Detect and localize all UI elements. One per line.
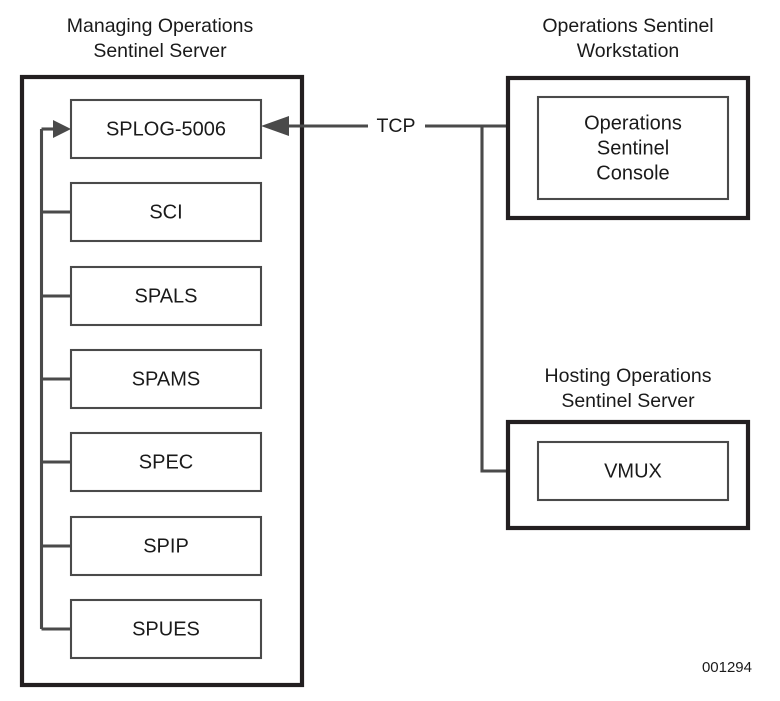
node-spals-label: SPALS — [135, 285, 198, 307]
node-sci-rect[interactable] — [69, 181, 263, 243]
group-operations-sentinel-workstation: Operations Sentinel Workstation Operatio… — [505, 15, 751, 221]
node-vmux-rect[interactable] — [536, 440, 730, 502]
node-splog-5006-rect[interactable] — [69, 98, 263, 160]
managing-server-title-line2: Sentinel Server — [93, 40, 227, 62]
node-console-label-line1: Operations — [584, 112, 682, 134]
node-splog-5006[interactable]: SPLOG-5006 — [69, 98, 263, 160]
node-vmux-label: VMUX — [604, 460, 662, 482]
managing-server-title-line1: Managing Operations — [67, 15, 254, 37]
node-spues-label: SPUES — [132, 618, 200, 640]
node-sci[interactable]: SCI — [69, 181, 263, 243]
tcp-label: TCP — [377, 115, 416, 137]
node-vmux[interactable]: VMUX — [536, 440, 730, 502]
node-spams-label: SPAMS — [132, 368, 201, 390]
node-spams-rect[interactable] — [69, 348, 263, 410]
node-spip[interactable]: SPIP — [69, 515, 263, 577]
managing-server-nodes: SPLOG-5006 SCI SPALS SPAMS SPEC SPIP — [69, 98, 263, 660]
node-sci-label: SCI — [149, 201, 182, 223]
node-operations-sentinel-console[interactable]: Operations Sentinel Console — [536, 95, 730, 201]
node-spec-label: SPEC — [139, 451, 193, 473]
node-spals-rect[interactable] — [69, 265, 263, 327]
arrow-into-splog-icon — [53, 120, 71, 138]
tcp-label-backdrop — [368, 110, 425, 142]
hosting-server-title-line1: Hosting Operations — [545, 365, 712, 387]
node-spec-rect[interactable] — [69, 431, 263, 493]
workstation-title-line2: Workstation — [577, 40, 680, 62]
tcp-connection: TCP — [261, 110, 538, 473]
node-spip-rect[interactable] — [69, 515, 263, 577]
node-spals[interactable]: SPALS — [69, 265, 263, 327]
group-hosting-operations-sentinel-server: Hosting Operations Sentinel Server VMUX — [505, 365, 751, 531]
node-spec[interactable]: SPEC — [69, 431, 263, 493]
workstation-title-line1: Operations Sentinel — [542, 15, 713, 37]
node-console-label-line2: Sentinel — [597, 137, 669, 159]
node-operations-sentinel-console-rect[interactable] — [536, 95, 730, 201]
node-spues-rect[interactable] — [69, 598, 263, 660]
node-spues[interactable]: SPUES — [69, 598, 263, 660]
node-console-label-line3: Console — [596, 162, 669, 184]
node-splog-5006-label: SPLOG-5006 — [106, 118, 226, 140]
node-spip-label: SPIP — [143, 535, 189, 557]
arrow-into-splog-from-tcp-icon — [261, 116, 289, 136]
hosting-server-title-line2: Sentinel Server — [561, 390, 695, 412]
internal-bus-connector — [39, 120, 71, 631]
figure-id-label: 001294 — [702, 659, 752, 676]
node-spams[interactable]: SPAMS — [69, 348, 263, 410]
